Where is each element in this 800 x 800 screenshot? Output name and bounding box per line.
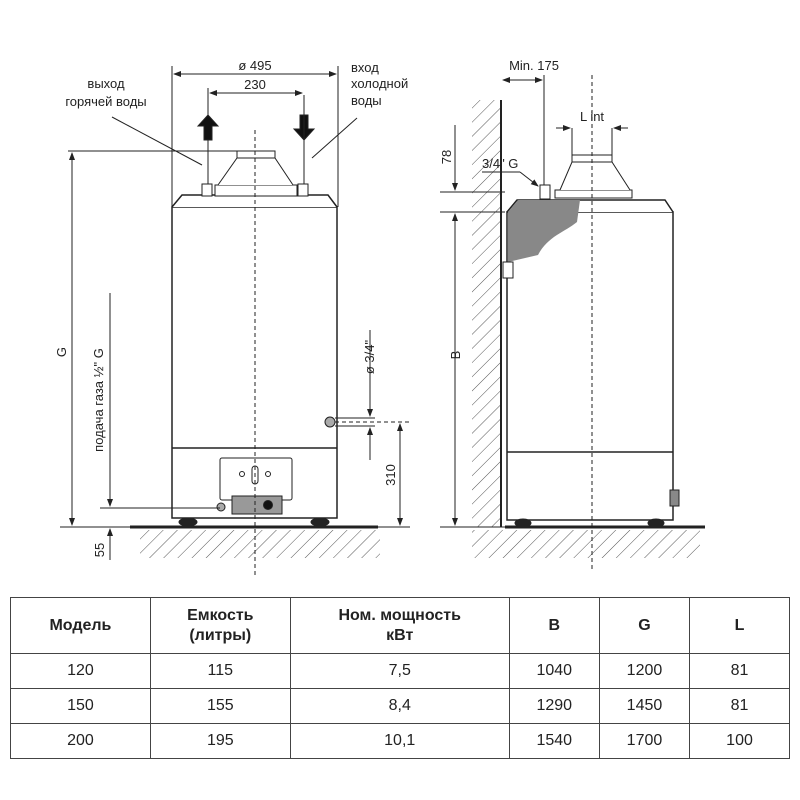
svg-text:холодной: холодной: [351, 76, 408, 91]
col-header-g: G: [598, 597, 691, 654]
floor-hatch: [140, 530, 380, 558]
cell-g: 1450: [598, 688, 691, 724]
svg-text:воды: воды: [351, 93, 382, 108]
svg-text:55: 55: [92, 543, 107, 557]
gas-control-box: [219, 457, 293, 501]
svg-text:выход: выход: [87, 76, 125, 91]
heater-body-side: [506, 211, 674, 521]
cell-b: 1540: [508, 723, 600, 759]
svg-text:ø 495: ø 495: [238, 58, 271, 73]
cell-model: 120: [10, 653, 151, 689]
cell-g: 1200: [598, 653, 691, 689]
front-labels: выход горячей воды вход холодной воды ø …: [54, 58, 408, 557]
svg-text:горячей воды: горячей воды: [65, 94, 146, 109]
specs-table: Модель Емкость (литры) Ном. мощность кВт…: [10, 597, 790, 759]
table-row: 150 155 8,4 1290 1450 81: [10, 688, 790, 724]
hot-water-out-arrow-icon: [196, 114, 220, 141]
heater-drawing: выход горячей воды вход холодной воды ø …: [54, 58, 705, 575]
svg-text:230: 230: [244, 77, 266, 92]
cell-l: 81: [689, 688, 790, 724]
wall-hatch: [472, 100, 500, 527]
side-view: [440, 75, 705, 570]
col-header-b: B: [508, 597, 600, 654]
svg-text:B: B: [448, 351, 463, 360]
cell-capacity: 195: [149, 723, 291, 759]
svg-text:310: 310: [383, 464, 398, 486]
drain-fitting: [324, 416, 336, 428]
cell-model: 200: [10, 723, 151, 759]
side-labels: Min. 175 L int 78 3/4" G B: [439, 58, 604, 359]
svg-text:G: G: [54, 347, 69, 357]
cell-b: 1040: [508, 653, 600, 689]
hot-pipe: [201, 183, 213, 197]
cell-l: 100: [689, 723, 790, 759]
svg-text:L int: L int: [580, 109, 604, 124]
svg-text:78: 78: [439, 150, 454, 164]
svg-text:3/4" G: 3/4" G: [482, 156, 518, 171]
svg-text:вход: вход: [351, 60, 379, 75]
cell-g: 1700: [598, 723, 691, 759]
cell-capacity: 155: [149, 688, 291, 724]
col-header-power: Ном. мощность кВт: [289, 597, 510, 654]
cold-pipe: [297, 183, 309, 197]
svg-text:ø 3/4": ø 3/4": [362, 340, 377, 375]
table-header-row: Модель Емкость (литры) Ном. мощность кВт…: [10, 597, 790, 654]
cell-l: 81: [689, 653, 790, 689]
col-header-capacity: Емкость (литры): [149, 597, 291, 654]
cell-model: 150: [10, 688, 151, 724]
col-header-l: L: [689, 597, 790, 654]
gas-valve: [231, 495, 283, 515]
front-view: [60, 66, 410, 575]
cell-b: 1290: [508, 688, 600, 724]
svg-text:подача газа ½" G: подача газа ½" G: [91, 348, 106, 452]
svg-text:Min. 175: Min. 175: [509, 58, 559, 73]
table-row: 120 115 7,5 1040 1200 81: [10, 653, 790, 689]
cell-power: 8,4: [289, 688, 510, 724]
col-header-model: Модель: [10, 597, 151, 654]
cell-power: 7,5: [289, 653, 510, 689]
cell-power: 10,1: [289, 723, 510, 759]
table-row: 200 195 10,1 1540 1700 100: [10, 723, 790, 759]
cell-capacity: 115: [149, 653, 291, 689]
